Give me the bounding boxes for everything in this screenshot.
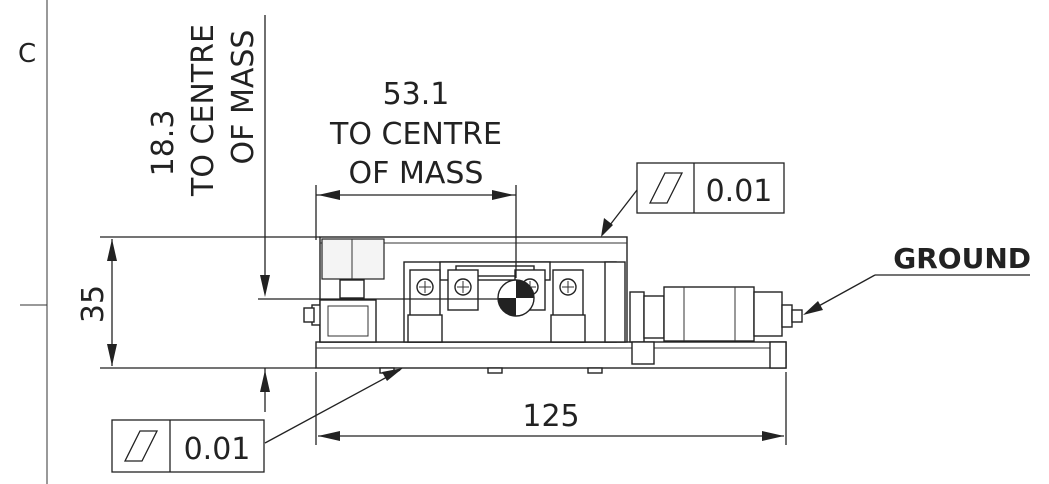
flatness-symbol-icon [648, 172, 684, 204]
horizontal-com-line1: TO CENTRE [329, 117, 502, 152]
height-dimension: 35 [76, 236, 320, 369]
ground-callout: GROUND [803, 242, 1031, 315]
motor-housing [663, 286, 755, 342]
vertical-com-dimension: 18.3 TO CENTRE OF MASS [146, 15, 516, 412]
zone-label: C [18, 39, 36, 69]
flatness-value: 0.01 [706, 174, 773, 209]
stage-part-drawing [303, 236, 803, 374]
vertical-com-line2: OF MASS [226, 30, 261, 165]
length-dimension: 125 [315, 372, 787, 445]
horizontal-com-line2: OF MASS [349, 156, 484, 191]
base-plate [315, 341, 787, 369]
center-of-mass-symbol [497, 279, 535, 317]
flatness-callout-bottom: 0.01 [111, 368, 403, 473]
flatness-value: 0.01 [184, 432, 251, 467]
length-value: 125 [522, 399, 579, 434]
ground-label: GROUND [893, 242, 1031, 275]
motor-mount [629, 291, 645, 343]
flatness-symbol-icon [123, 430, 159, 462]
horizontal-com-dimension: 53.1 TO CENTRE OF MASS [315, 77, 517, 278]
horizontal-com-value: 53.1 [383, 77, 450, 112]
vertical-com-value: 18.3 [146, 110, 181, 177]
flatness-callout-top: 0.01 [601, 162, 785, 237]
vertical-com-line1: TO CENTRE [186, 24, 221, 197]
height-value: 35 [76, 285, 111, 323]
